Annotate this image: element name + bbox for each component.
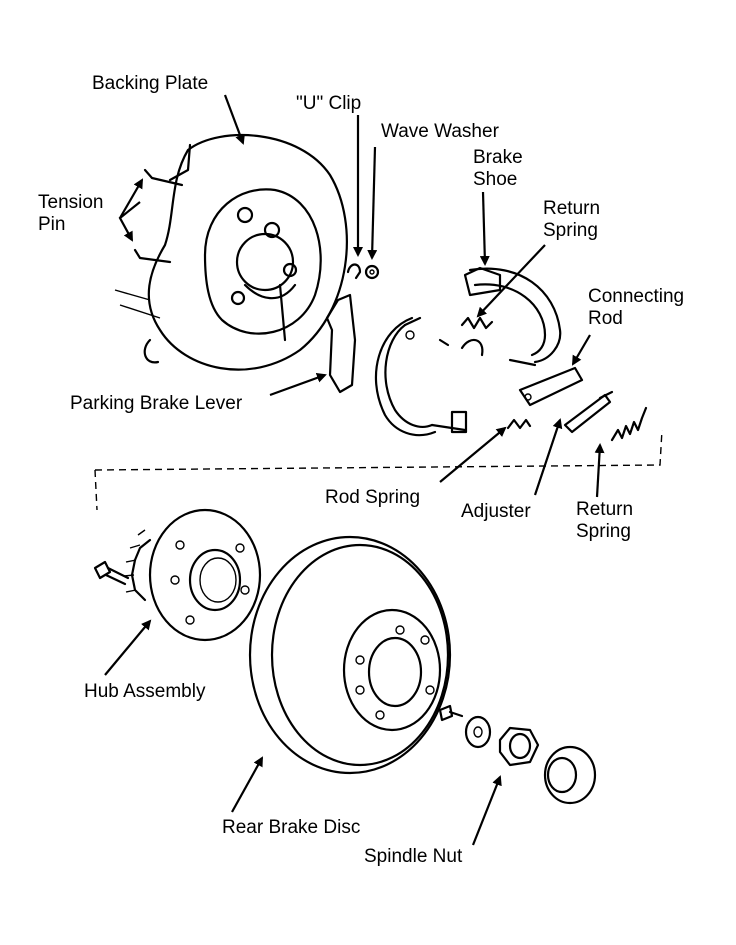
flat-screw-part xyxy=(438,704,464,722)
label-adjuster: Adjuster xyxy=(461,501,531,523)
label-connecting-rod-line2: Rod xyxy=(588,308,623,329)
label-connecting-rod: Connecting Rod xyxy=(588,286,684,330)
label-parking-brake-lever-text: Parking Brake Lever xyxy=(70,393,243,414)
label-return-spring-top: Return Spring xyxy=(543,198,600,242)
washer-part xyxy=(464,715,492,749)
brake-shoe-left-part xyxy=(374,316,468,437)
label-backing-plate-text: Backing Plate xyxy=(92,73,209,94)
label-adjuster-text: Adjuster xyxy=(461,501,531,522)
return-spring-top-part xyxy=(460,316,494,357)
label-return-spring-bottom-line2: Spring xyxy=(576,521,631,542)
wheel-bolt-part xyxy=(93,560,130,586)
backing-plate-part xyxy=(114,134,348,371)
label-wave-washer: Wave Washer xyxy=(381,121,499,143)
label-rod-spring: Rod Spring xyxy=(325,487,420,509)
label-hub-assembly-text: Hub Assembly xyxy=(84,681,206,702)
brake-shoe-right-part xyxy=(463,266,562,367)
label-return-spring-top-line1: Return xyxy=(543,198,601,219)
label-tension-pin: Tension Pin xyxy=(38,192,104,236)
label-brake-shoe-line1: Brake xyxy=(473,147,523,168)
adjuster-part xyxy=(563,390,614,434)
label-spindle-nut: Spindle Nut xyxy=(364,846,462,868)
rod-spring-part xyxy=(506,418,532,430)
label-return-spring-bottom-line1: Return xyxy=(576,499,634,520)
label-return-spring-bottom: Return Spring xyxy=(576,499,633,543)
label-hub-assembly: Hub Assembly xyxy=(84,681,205,703)
parking-brake-lever-part xyxy=(325,293,357,394)
separator-dashed-line-left xyxy=(94,469,98,511)
label-rod-spring-text: Rod Spring xyxy=(325,487,421,508)
leader-arrows xyxy=(104,94,605,846)
return-spring-bottom-part xyxy=(610,406,648,442)
label-rear-brake-disc: Rear Brake Disc xyxy=(222,817,360,839)
label-parking-brake-lever: Parking Brake Lever xyxy=(70,393,242,415)
label-backing-plate: Backing Plate xyxy=(92,73,208,95)
label-tension-pin-line2: Pin xyxy=(38,214,66,235)
label-tension-pin-line1: Tension xyxy=(38,192,104,213)
tension-pin-part xyxy=(133,168,184,264)
label-brake-shoe-line2: Shoe xyxy=(473,169,518,190)
u-clip-part xyxy=(346,263,362,280)
spindle-nut-part xyxy=(498,726,540,767)
wave-washer-part xyxy=(364,264,380,280)
label-brake-shoe: Brake Shoe xyxy=(473,147,523,191)
connecting-rod-part xyxy=(518,366,584,407)
label-rear-brake-disc-text: Rear Brake Disc xyxy=(222,817,361,838)
label-spindle-nut-text: Spindle Nut xyxy=(364,846,463,867)
label-wave-washer-text: Wave Washer xyxy=(381,121,499,142)
label-u-clip: "U" Clip xyxy=(296,93,361,115)
hub-assembly-part xyxy=(123,508,262,642)
label-return-spring-top-line2: Spring xyxy=(543,220,598,241)
label-connecting-rod-line1: Connecting xyxy=(588,286,685,307)
label-u-clip-text: "U" Clip xyxy=(296,93,362,114)
separator-dashed-line xyxy=(94,429,663,471)
grease-cap-part xyxy=(543,745,597,805)
rear-brake-disc-part xyxy=(248,535,452,775)
